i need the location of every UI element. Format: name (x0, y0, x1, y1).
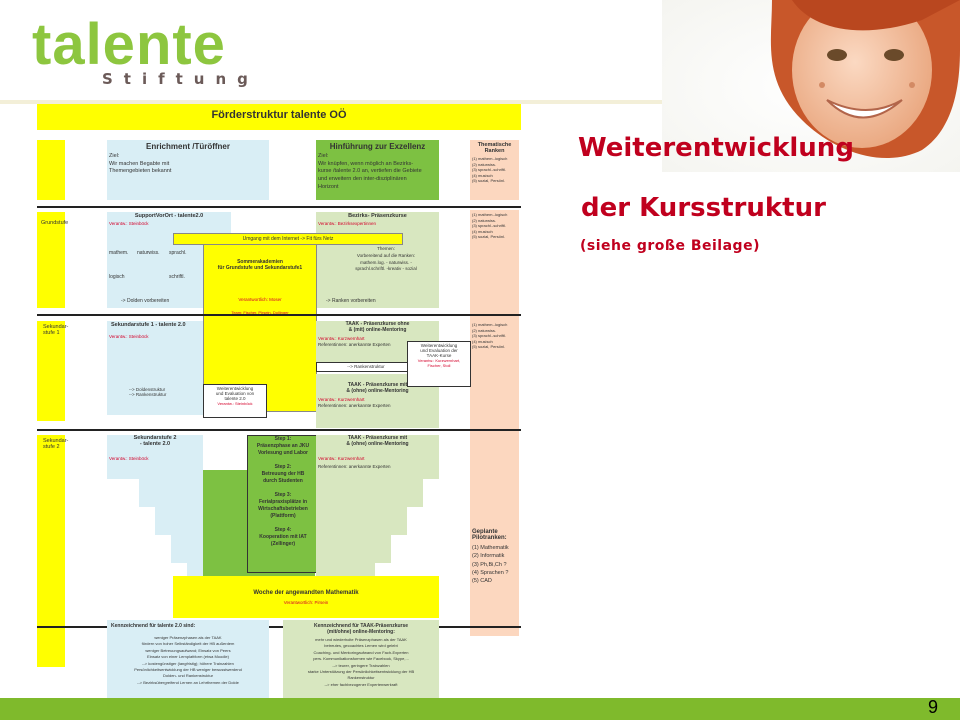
pilot-box: Geplante Pilotranken: (1) Mathematik (2)… (472, 529, 519, 629)
header-divider (0, 100, 960, 104)
woche-box: Woche der angewandten Mathematik Verantw… (173, 576, 439, 618)
taak2-title: TAAK - Präsenzkurse mit & (ohne) online-… (346, 382, 409, 394)
taak-eval-box: Weiterentwicklung und Evaluation der TAA… (407, 341, 471, 387)
sek1-label: Sekundar- stufe 1 (37, 321, 68, 421)
sek2-resp: Verantw.: Steinböck (109, 456, 149, 461)
divider-2 (37, 314, 521, 316)
sek1-resp: Verantw.: Steinböck (109, 334, 149, 339)
subj-schriftl: schriftl. (169, 274, 185, 280)
taak2-ref: Referentinnen: anerkannte Experten (318, 403, 391, 408)
taak-sek2-title: TAAK - Präsenzkurse mit & (ohne) online-… (346, 435, 409, 447)
hinfuehrung-title: Hinführung zur Exzellenz (329, 142, 426, 151)
weiter-talente-text: Weiterentwicklung und Evaluation von tal… (215, 386, 255, 401)
slide-title-line1: Weiterentwicklung (578, 133, 854, 163)
thematische-box: Thematische Ranken (1) mathem.-logisch (… (470, 140, 519, 200)
enrichment-box: Enrichment /Türöffner Ziel: Wir machen B… (107, 140, 269, 200)
sek1-title: Sekundarstufe 1 - talente 2.0 (111, 322, 186, 328)
footer-bar (0, 698, 960, 720)
slide-title-line2: der Kursstruktur (581, 193, 826, 223)
taak1-title: TAAK - Präsenzkurse ohne & (mit) online-… (345, 321, 410, 333)
logo-wordmark: talente (32, 12, 226, 77)
taak-eval-text: Weiterentwicklung und Evaluation der TAA… (420, 343, 458, 358)
kenn2-title: Kennzeichnend für TAAK-Präsenzkurse (mit… (313, 623, 409, 635)
themen-text: Themen: Vorbereitend auf die Ranken: mat… (355, 246, 417, 272)
thematische-text: (1) mathem.-logisch (2) naturwiss. (3) s… (472, 156, 508, 184)
sek2-stair-1 (139, 479, 203, 507)
woche-resp: Verantwortlich: Pirsein (283, 600, 329, 605)
slide-note: (siehe große Beilage) (580, 238, 760, 254)
sek2-title: Sekundarstufe 2 - talente 2.0 (133, 435, 177, 447)
taak-sek2-ref: Referentinnen: anerkannte Experten (318, 464, 391, 469)
woche-title: Woche der angewandten Mathematik (253, 590, 359, 596)
dolden-vorbereiten: -> Dolden vorbereiten (121, 298, 170, 304)
taak-sek2-resp: Verantw.: Kurzwernhart (318, 456, 365, 461)
kenn1-box: Kennzeichnend für talente 2.0 sind: weni… (107, 620, 269, 698)
kenn1-text: weniger Präsenzphasen als der TAAK förde… (134, 635, 242, 685)
thematische-title: Thematische Ranken (477, 142, 512, 154)
foerderstruktur-chart: Förderstruktur talente OÖ Enrichment /Tü… (37, 104, 521, 698)
subj-logisch: logisch (109, 274, 125, 280)
sek2-stair-3 (171, 535, 203, 563)
sommer-resp: Verantwortlich: Moser (238, 297, 282, 302)
kenn2-box: Kennzeichnend für TAAK-Präsenzkurse (mit… (283, 620, 439, 698)
enrichment-title: Enrichment /Türöffner (145, 142, 230, 151)
sommer-title: Sommerakademien für Grundstufe und Sekun… (217, 259, 303, 271)
sommer-team: Team: Fischer, Pirsein, Dollinger (231, 310, 289, 315)
kenn1-title: Kennzeichnend für talente 2.0 sind: (111, 623, 196, 629)
page-number: 9 (928, 697, 939, 717)
support-resp: Verantw.: Steinböck (109, 221, 149, 226)
taak-sek2-stair-bg (316, 435, 439, 479)
bezirks-resp: Verantw.: Bezirksexpertinnen (318, 221, 377, 226)
hinfuehrung-text: Ziel: Wir knüpfen, wenn möglich an Bezir… (318, 153, 422, 190)
taak-eval-resp: Verantw.: Kurzwernhart, Fischer, Stoll (417, 358, 461, 368)
chart-header: Förderstruktur talente OÖ (37, 104, 521, 130)
bezirks-box: Bezirks- Präsenzkurse Verantw.: Bezirkse… (316, 212, 439, 308)
subj-mathem: mathem. (109, 250, 129, 256)
sek1-dolden: --> Doldenstruktur --> Rankenstruktur (129, 387, 167, 397)
label-col-top (37, 140, 65, 200)
bezirks-title: Bezirks- Präsenzkurse (348, 213, 407, 219)
kenn2-text: mehr und wiederholte Präsenzphasen als d… (307, 637, 415, 687)
divider-3 (37, 429, 521, 431)
weiter-talente-box: Weiterentwicklung und Evaluation von tal… (203, 384, 267, 418)
grund-side-text: (1) mathem.-logisch (2) naturwiss. (3) s… (472, 212, 508, 240)
taak-stair-3 (316, 535, 391, 563)
steps-box: Step 1: Präsenzphase an JKU Vorlesung un… (247, 435, 319, 573)
divider-4 (37, 626, 521, 628)
sek1-box: Sekundarstufe 1 - talente 2.0 Verantw.: … (107, 321, 203, 415)
taak1-resp: Verantw.: Kurzwernhart (318, 336, 365, 341)
sek2-stair-2 (155, 507, 203, 535)
enrichment-text: Ziel: Wir machen Begabte mit Themengebie… (109, 153, 172, 175)
ranken-bar: --> Rankenstruktur (316, 362, 416, 372)
support-title: SupportVorOrt - talente2.0 (134, 213, 204, 219)
header-photo (662, 0, 960, 172)
taak-stair-2 (316, 507, 407, 535)
hinfuehrung-box: Hinführung zur Exzellenz Ziel: Wir knüpf… (316, 140, 439, 200)
taak2-resp: Verantw.: Kurzwernhart (318, 397, 365, 402)
weiter-talente-resp: Verantw.: Steinböck (217, 401, 253, 406)
taak-stair-1 (316, 479, 423, 507)
pilot-title: Geplante Pilotranken: (472, 529, 507, 541)
sek2-label: Sekundar- stufe 2 (37, 435, 68, 667)
sek1-side-text: (1) mathem.-logisch (2) naturwiss. (3) s… (472, 322, 508, 350)
thematische-column (470, 210, 519, 636)
ranken-vorbereiten: -> Ranken vorbereiten (326, 298, 376, 304)
subj-sprachl: sprachl. (169, 250, 187, 256)
grundstufe-label: Grundstufe (37, 212, 68, 308)
divider-1 (37, 206, 521, 208)
pilot-text: (1) Mathematik (2) Informatik (3) Ph,Bi,… (472, 545, 509, 584)
taak1-ref: Referentinnen: anerkannte Experten (318, 342, 391, 347)
logo-subtitle: Stiftung (102, 70, 259, 88)
sek2-step-bg-blue (107, 435, 203, 479)
subj-naturwiss: naturwiss. (137, 250, 160, 256)
